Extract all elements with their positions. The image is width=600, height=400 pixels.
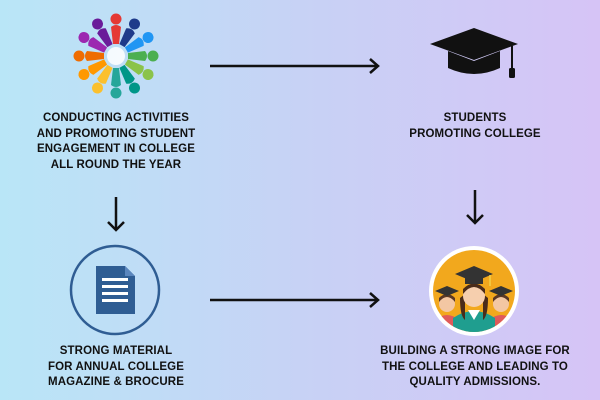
graduates-icon [427, 244, 521, 338]
image-caption: BUILDING A STRONG IMAGE FOR THE COLLEGE … [380, 345, 570, 388]
arrow-activities-to-material [106, 197, 126, 233]
arrow-students-to-image [465, 190, 485, 226]
material-caption: STRONG MATERIAL FOR ANNUAL COLLEGE MAGAZ… [48, 345, 184, 388]
activities-caption: CONDUCTING ACTIVITIES AND PROMOTING STUD… [36, 112, 196, 171]
document-icon [69, 244, 161, 336]
graduation-cap-icon [426, 24, 522, 88]
arrow-material-to-image [210, 292, 382, 308]
people-circle-icon [72, 12, 160, 100]
arrow-activities-to-students [210, 58, 382, 74]
students-caption: STUDENTS PROMOTING COLLEGE [409, 112, 541, 140]
